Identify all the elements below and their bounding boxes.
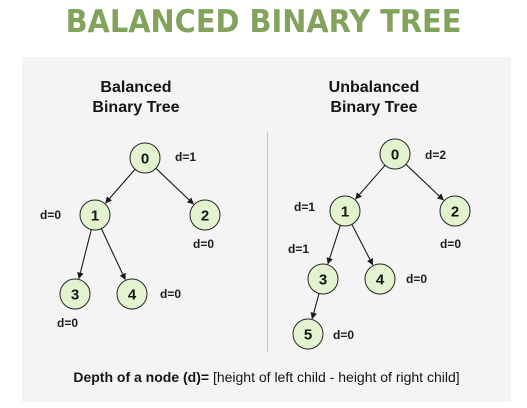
unbalanced-depth-label-2: d=0	[440, 237, 461, 251]
balanced-depth-label-2: d=0	[193, 237, 214, 251]
unbalanced-node-value-0: 0	[391, 147, 399, 164]
unbalanced-depth-label-1: d=1	[294, 200, 315, 214]
unbalanced-node-5: 5	[292, 318, 324, 350]
balanced-depth-label-3: d=0	[57, 316, 78, 330]
balanced-node-3: 3	[59, 278, 91, 310]
balanced-edge-0-1	[105, 168, 136, 204]
unbalanced-tree-heading: Unbalanced Binary Tree	[274, 78, 474, 118]
unbalanced-node-circle-2	[439, 195, 471, 227]
formula-rest: [height of left child - height of right …	[209, 369, 460, 385]
balanced-heading-line2: Binary Tree	[92, 99, 180, 116]
balanced-heading-line1: Balanced	[100, 79, 172, 96]
unbalanced-heading-line1: Unbalanced	[328, 79, 420, 96]
unbalanced-edge-0-2	[405, 163, 444, 201]
diagram-card	[22, 57, 511, 402]
unbalanced-tree: 0 d=2 1 d=1 2 d=0 3 d=1 4 d=0 5 d=0	[288, 138, 471, 350]
balanced-edge-1-4	[100, 228, 126, 281]
unbalanced-node-value-2: 2	[451, 204, 459, 221]
balanced-node-circle-0	[129, 142, 161, 174]
unbalanced-node-2: 2	[439, 195, 471, 227]
unbalanced-node-3: 3	[307, 263, 339, 295]
depth-formula: Depth of a node (d)= [height of left chi…	[22, 369, 511, 385]
unbalanced-node-circle-5	[292, 318, 324, 350]
formula-bold-part: Depth of a node (d)=	[73, 369, 210, 385]
unbalanced-node-4: 4	[364, 263, 396, 295]
unbalanced-depth-label-4: d=0	[406, 272, 427, 286]
unbalanced-node-1: 1	[329, 195, 361, 227]
unbalanced-node-value-3: 3	[319, 272, 327, 289]
balanced-node-circle-2	[189, 199, 221, 231]
unbalanced-node-circle-3	[307, 263, 339, 295]
unbalanced-edge-3-5	[310, 293, 320, 320]
unbalanced-node-circle-4	[364, 263, 396, 295]
unbalanced-depth-label-0: d=2	[425, 148, 446, 162]
unbalanced-edge-0-1	[355, 164, 386, 200]
balanced-tree: 0 d=1 1 d=0 2 d=0 3 d=0 4 d=0	[40, 142, 221, 330]
balanced-edge-1-3	[77, 229, 92, 280]
unbalanced-node-value-4: 4	[376, 272, 385, 289]
balanced-node-value-0: 0	[141, 151, 149, 168]
balanced-node-2: 2	[189, 199, 221, 231]
balanced-node-value-3: 3	[71, 287, 79, 304]
unbalanced-heading-line2: Binary Tree	[330, 99, 418, 116]
balanced-node-circle-3	[59, 278, 91, 310]
panel-divider	[267, 132, 268, 352]
page-title: BALANCED BINARY TREE	[65, 4, 462, 40]
balanced-node-value-2: 2	[201, 208, 209, 225]
balanced-tree-heading: Balanced Binary Tree	[36, 78, 236, 118]
unbalanced-node-circle-0	[379, 138, 411, 170]
unbalanced-depth-label-3: d=1	[288, 242, 309, 256]
balanced-node-circle-4	[116, 278, 148, 310]
balanced-depth-label-0: d=1	[175, 150, 196, 164]
balanced-node-circle-1	[79, 199, 111, 231]
balanced-depth-label-4: d=0	[160, 287, 181, 301]
unbalanced-edge-1-3	[326, 225, 341, 265]
unbalanced-node-0: 0	[379, 138, 411, 170]
unbalanced-node-value-5: 5	[304, 327, 312, 344]
balanced-node-1: 1	[79, 199, 111, 231]
unbalanced-depth-label-5: d=0	[333, 328, 354, 342]
unbalanced-node-value-1: 1	[341, 204, 349, 221]
unbalanced-node-circle-1	[329, 195, 361, 227]
balanced-node-value-4: 4	[128, 287, 137, 304]
balanced-node-0: 0	[129, 142, 161, 174]
balanced-node-value-1: 1	[91, 208, 99, 225]
balanced-node-4: 4	[116, 278, 148, 310]
balanced-edge-0-2	[155, 167, 194, 205]
unbalanced-edge-1-4	[351, 224, 374, 266]
balanced-depth-label-1: d=0	[40, 208, 61, 222]
